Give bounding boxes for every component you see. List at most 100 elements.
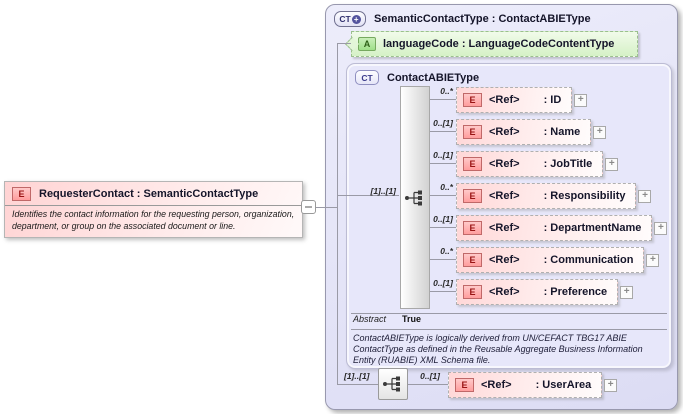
sequence-compositor[interactable] bbox=[378, 368, 408, 400]
element-icon: E bbox=[463, 93, 482, 107]
attribute-chevron bbox=[344, 36, 360, 52]
element-icon: E bbox=[463, 253, 482, 267]
element-name: : JobTitle bbox=[543, 158, 593, 170]
connector-line bbox=[428, 131, 456, 132]
expand-icon[interactable]: + bbox=[604, 378, 618, 392]
element-name: : Preference bbox=[543, 286, 608, 298]
expand-icon[interactable]: + bbox=[574, 93, 588, 107]
element-box-responsibility[interactable]: E <Ref> : Responsibility bbox=[456, 183, 637, 209]
complex-type-title: SemanticContactType : ContactABIEType bbox=[374, 13, 591, 25]
sequence-cardinality: [1]..[1] bbox=[344, 371, 370, 381]
language-code-attribute-box[interactable]: A languageCode : LanguageCodeContentType bbox=[344, 31, 638, 57]
expand-icon[interactable]: + bbox=[638, 189, 652, 203]
sequence-icon bbox=[405, 190, 422, 205]
cardinality-label: 0..* bbox=[440, 246, 453, 256]
element-name: : ID bbox=[543, 94, 562, 106]
element-box-jobtitle[interactable]: E <Ref> : JobTitle bbox=[456, 151, 604, 177]
base-type-header: CT ContactABIEType bbox=[347, 64, 671, 89]
element-icon: E bbox=[12, 187, 31, 201]
element-name: : Responsibility bbox=[543, 190, 626, 202]
connector-line bbox=[408, 384, 448, 385]
sequence-icon bbox=[383, 376, 400, 392]
cardinality-label: 0..[1] bbox=[433, 214, 453, 224]
element-box-name[interactable]: E <Ref> : Name bbox=[456, 119, 592, 145]
element-ref-label: <Ref> bbox=[489, 126, 520, 138]
connector-line bbox=[337, 384, 378, 385]
requester-contact-element-box[interactable]: E RequesterContact : SemanticContactType… bbox=[4, 181, 303, 239]
minus-glyph bbox=[305, 206, 312, 208]
element-name: : Name bbox=[543, 126, 581, 138]
element-annotation: Identifies the contact information for t… bbox=[12, 209, 295, 231]
element-ref-label: <Ref> bbox=[489, 190, 520, 202]
cardinality-label: 0..* bbox=[440, 86, 453, 96]
cardinality-label: 0..[1] bbox=[433, 118, 453, 128]
element-ref-label: <Ref> bbox=[489, 94, 520, 106]
sequence-cardinality: [1]..[1] bbox=[370, 186, 397, 196]
element-ref-label: <Ref> bbox=[489, 286, 520, 298]
cardinality-label: 0..[1] bbox=[433, 150, 453, 160]
element-name: : UserArea bbox=[535, 379, 592, 391]
element-title: RequesterContact : SemanticContactType bbox=[39, 188, 259, 200]
element-row-jobtitle: 0..[1] E <Ref> : JobTitle + bbox=[433, 150, 619, 178]
element-ref-label: <Ref> bbox=[481, 379, 512, 391]
expand-icon[interactable]: + bbox=[620, 285, 634, 299]
element-name: : Communication bbox=[543, 254, 634, 266]
complex-type-header: CT+ SemanticContactType : ContactABIETyp… bbox=[326, 5, 677, 31]
connector-line bbox=[337, 43, 338, 385]
element-box-preference[interactable]: E <Ref> : Preference bbox=[456, 279, 619, 305]
attribute-label: languageCode : LanguageCodeContentType bbox=[383, 38, 615, 50]
connector-line bbox=[428, 291, 456, 292]
element-box-communication[interactable]: E <Ref> : Communication bbox=[456, 247, 645, 273]
element-box-userarea[interactable]: E <Ref> : UserArea bbox=[448, 372, 603, 398]
attribute-icon: A bbox=[358, 37, 376, 51]
element-header: E RequesterContact : SemanticContactType bbox=[5, 182, 302, 206]
connector-line bbox=[337, 195, 399, 196]
abstract-value: True bbox=[402, 314, 422, 324]
complex-type-plus-icon: CT+ bbox=[334, 11, 366, 27]
facet-separator bbox=[351, 329, 667, 330]
expand-icon[interactable]: + bbox=[593, 125, 607, 139]
cardinality-label: 0..[1] bbox=[420, 371, 440, 381]
element-icon: E bbox=[463, 125, 482, 139]
element-icon: E bbox=[463, 221, 482, 235]
element-box-departmentname[interactable]: E <Ref> : DepartmentName bbox=[456, 215, 653, 241]
element-icon: E bbox=[463, 157, 482, 171]
element-icon: E bbox=[463, 285, 482, 299]
abstract-label: Abstract bbox=[353, 314, 387, 324]
element-row-preference: 0..[1] E <Ref> : Preference + bbox=[433, 278, 634, 306]
cardinality-label: 0..* bbox=[440, 182, 453, 192]
connector-line bbox=[428, 227, 456, 228]
element-ref-label: <Ref> bbox=[489, 158, 520, 170]
connector-line bbox=[428, 163, 456, 164]
connector-line bbox=[428, 195, 456, 196]
element-icon: E bbox=[455, 378, 474, 392]
cardinality-label: 0..[1] bbox=[433, 278, 453, 288]
element-icon: E bbox=[463, 189, 482, 203]
element-row-userarea: 0..[1] E <Ref> : UserArea + bbox=[420, 371, 618, 399]
element-row-communication: 0..* E <Ref> : Communication + bbox=[440, 246, 660, 274]
element-ref-label: <Ref> bbox=[489, 254, 520, 266]
facet-separator bbox=[351, 313, 667, 314]
base-type-title: ContactABIEType bbox=[387, 71, 480, 84]
connector-line bbox=[428, 259, 456, 260]
element-row-responsibility: 0..* E <Ref> : Responsibility + bbox=[440, 182, 652, 210]
element-ref-label: <Ref> bbox=[489, 222, 520, 234]
complex-type-icon: CT bbox=[355, 70, 379, 85]
expand-icon[interactable]: + bbox=[654, 221, 668, 235]
connector-line bbox=[337, 43, 351, 44]
expand-icon[interactable]: + bbox=[646, 253, 660, 267]
element-box-id[interactable]: E <Ref> : ID bbox=[456, 87, 573, 113]
ct-glyph: CT bbox=[339, 14, 351, 24]
element-row-id: 0..* E <Ref> : ID + bbox=[440, 86, 588, 114]
plus-circle-icon: + bbox=[351, 14, 361, 24]
sequence-bar[interactable] bbox=[400, 86, 430, 309]
connector-line bbox=[428, 99, 456, 100]
abstract-facet: Abstract True bbox=[353, 314, 421, 324]
connector-line bbox=[316, 207, 337, 208]
element-name: : DepartmentName bbox=[543, 222, 642, 234]
semantic-contact-type-box: CT+ SemanticContactType : ContactABIETyp… bbox=[325, 4, 678, 410]
collapse-connector-icon[interactable] bbox=[301, 200, 316, 214]
base-type-annotation: ContactABIEType is logically derived fro… bbox=[353, 333, 643, 366]
expand-icon[interactable]: + bbox=[605, 157, 619, 171]
element-row-name: 0..[1] E <Ref> : Name + bbox=[433, 118, 607, 146]
